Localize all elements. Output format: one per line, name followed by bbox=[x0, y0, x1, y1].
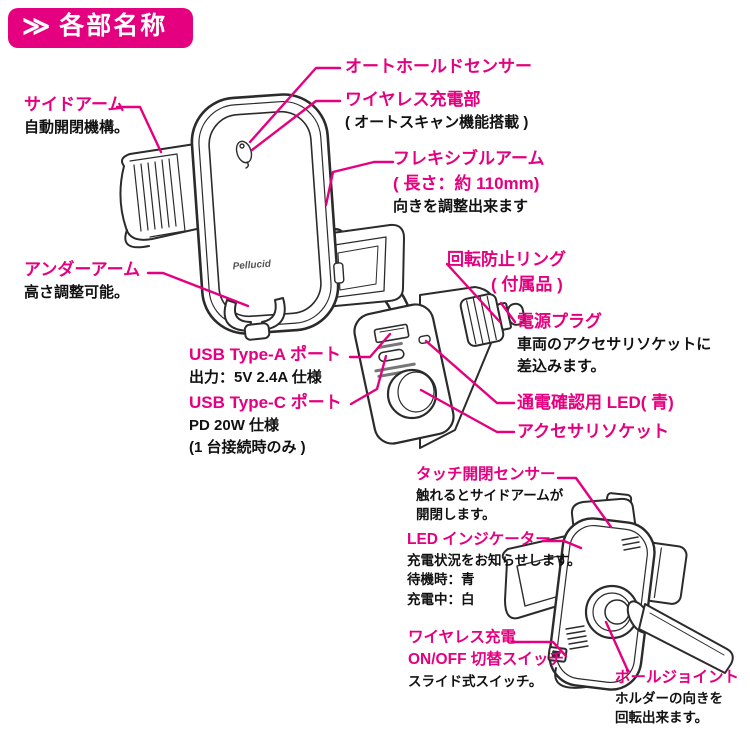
label-side-arm: サイドアーム 自動開閉機構。 bbox=[24, 95, 130, 137]
leader-lines bbox=[115, 66, 630, 673]
leader-touch-sensor bbox=[556, 476, 613, 529]
spring-coil-art bbox=[565, 625, 589, 650]
under-arm-art bbox=[223, 297, 286, 341]
leader-usb-type-a bbox=[348, 332, 392, 359]
label-under-arm: アンダーアーム 高さ調整可能。 bbox=[24, 260, 141, 302]
double-chevron-icon: ≫ bbox=[22, 11, 51, 41]
leader-power-led bbox=[424, 339, 516, 405]
label-power-led: 通電確認用 LED( 青) bbox=[517, 393, 674, 412]
leader-side-arm bbox=[115, 105, 163, 154]
leader-power-plug bbox=[499, 301, 517, 324]
leader-led-indicator bbox=[541, 539, 583, 550]
brand-text: Pellucid bbox=[232, 259, 272, 273]
label-ball-joint: ボールジョイント ホルダーの向きを 回転出来ます。 bbox=[615, 669, 740, 726]
socket-front-face bbox=[353, 303, 455, 445]
page-title: 各部名称 bbox=[59, 12, 168, 40]
leader-wireless-switch bbox=[510, 640, 568, 658]
leader-usb-type-c bbox=[349, 354, 388, 406]
rear-device-illustration bbox=[501, 492, 734, 691]
label-power-plug: 電源プラグ 車両のアクセサリソケットに 差込みます。 bbox=[517, 312, 712, 375]
cradle-body-art bbox=[190, 93, 345, 335]
label-usb-type-a: USB Type-A ポート 出力：5V 2.4A 仕様 bbox=[189, 345, 342, 387]
wireless-charge-icon bbox=[235, 140, 253, 169]
section-header: ≫ 各部名称 bbox=[8, 8, 194, 48]
label-usb-type-c: USB Type-C ポート PD 20W 仕様 (1 台接続時のみ ) bbox=[189, 393, 342, 456]
label-flexible-arm: フレキシブルアーム ( 長さ：約 110mm) 向きを調整出来ます bbox=[393, 149, 545, 216]
leader-accessory-socket bbox=[419, 388, 516, 434]
label-anti-rotation-ring: 回転防止リング ( 付属品 ) bbox=[447, 250, 566, 295]
label-touch-sensor: タッチ開閉センサー 触れるとサイドアームが 開閉します。 bbox=[416, 466, 564, 523]
leader-anti-rotation-ring bbox=[445, 262, 502, 324]
label-wireless-switch: ワイヤレス充電 ON/OFF 切替スイッチ スライド式スイッチ。 bbox=[408, 629, 564, 689]
leader-flexible-arm bbox=[324, 160, 395, 207]
leader-wireless-charger bbox=[250, 99, 342, 152]
leader-under-arm bbox=[146, 271, 250, 308]
label-wireless-charger: ワイヤレス充電部 ( オートスキャン機能搭載 ) bbox=[345, 90, 529, 132]
leader-ball-joint bbox=[604, 620, 630, 673]
label-accessory-socket: アクセサリソケット bbox=[517, 422, 670, 441]
main-device-illustration: Pellucid bbox=[119, 93, 526, 449]
vent-slits bbox=[621, 536, 641, 551]
rear-bottom-lip bbox=[554, 667, 587, 689]
label-led-indicator: LED インジケーター 充電状況をお知らせします。 待機時：青 充電中：白 bbox=[407, 531, 581, 607]
label-auto-hold-sensor: オートホールドセンサー bbox=[345, 57, 532, 76]
leader-auto-hold-sensor bbox=[248, 66, 342, 144]
